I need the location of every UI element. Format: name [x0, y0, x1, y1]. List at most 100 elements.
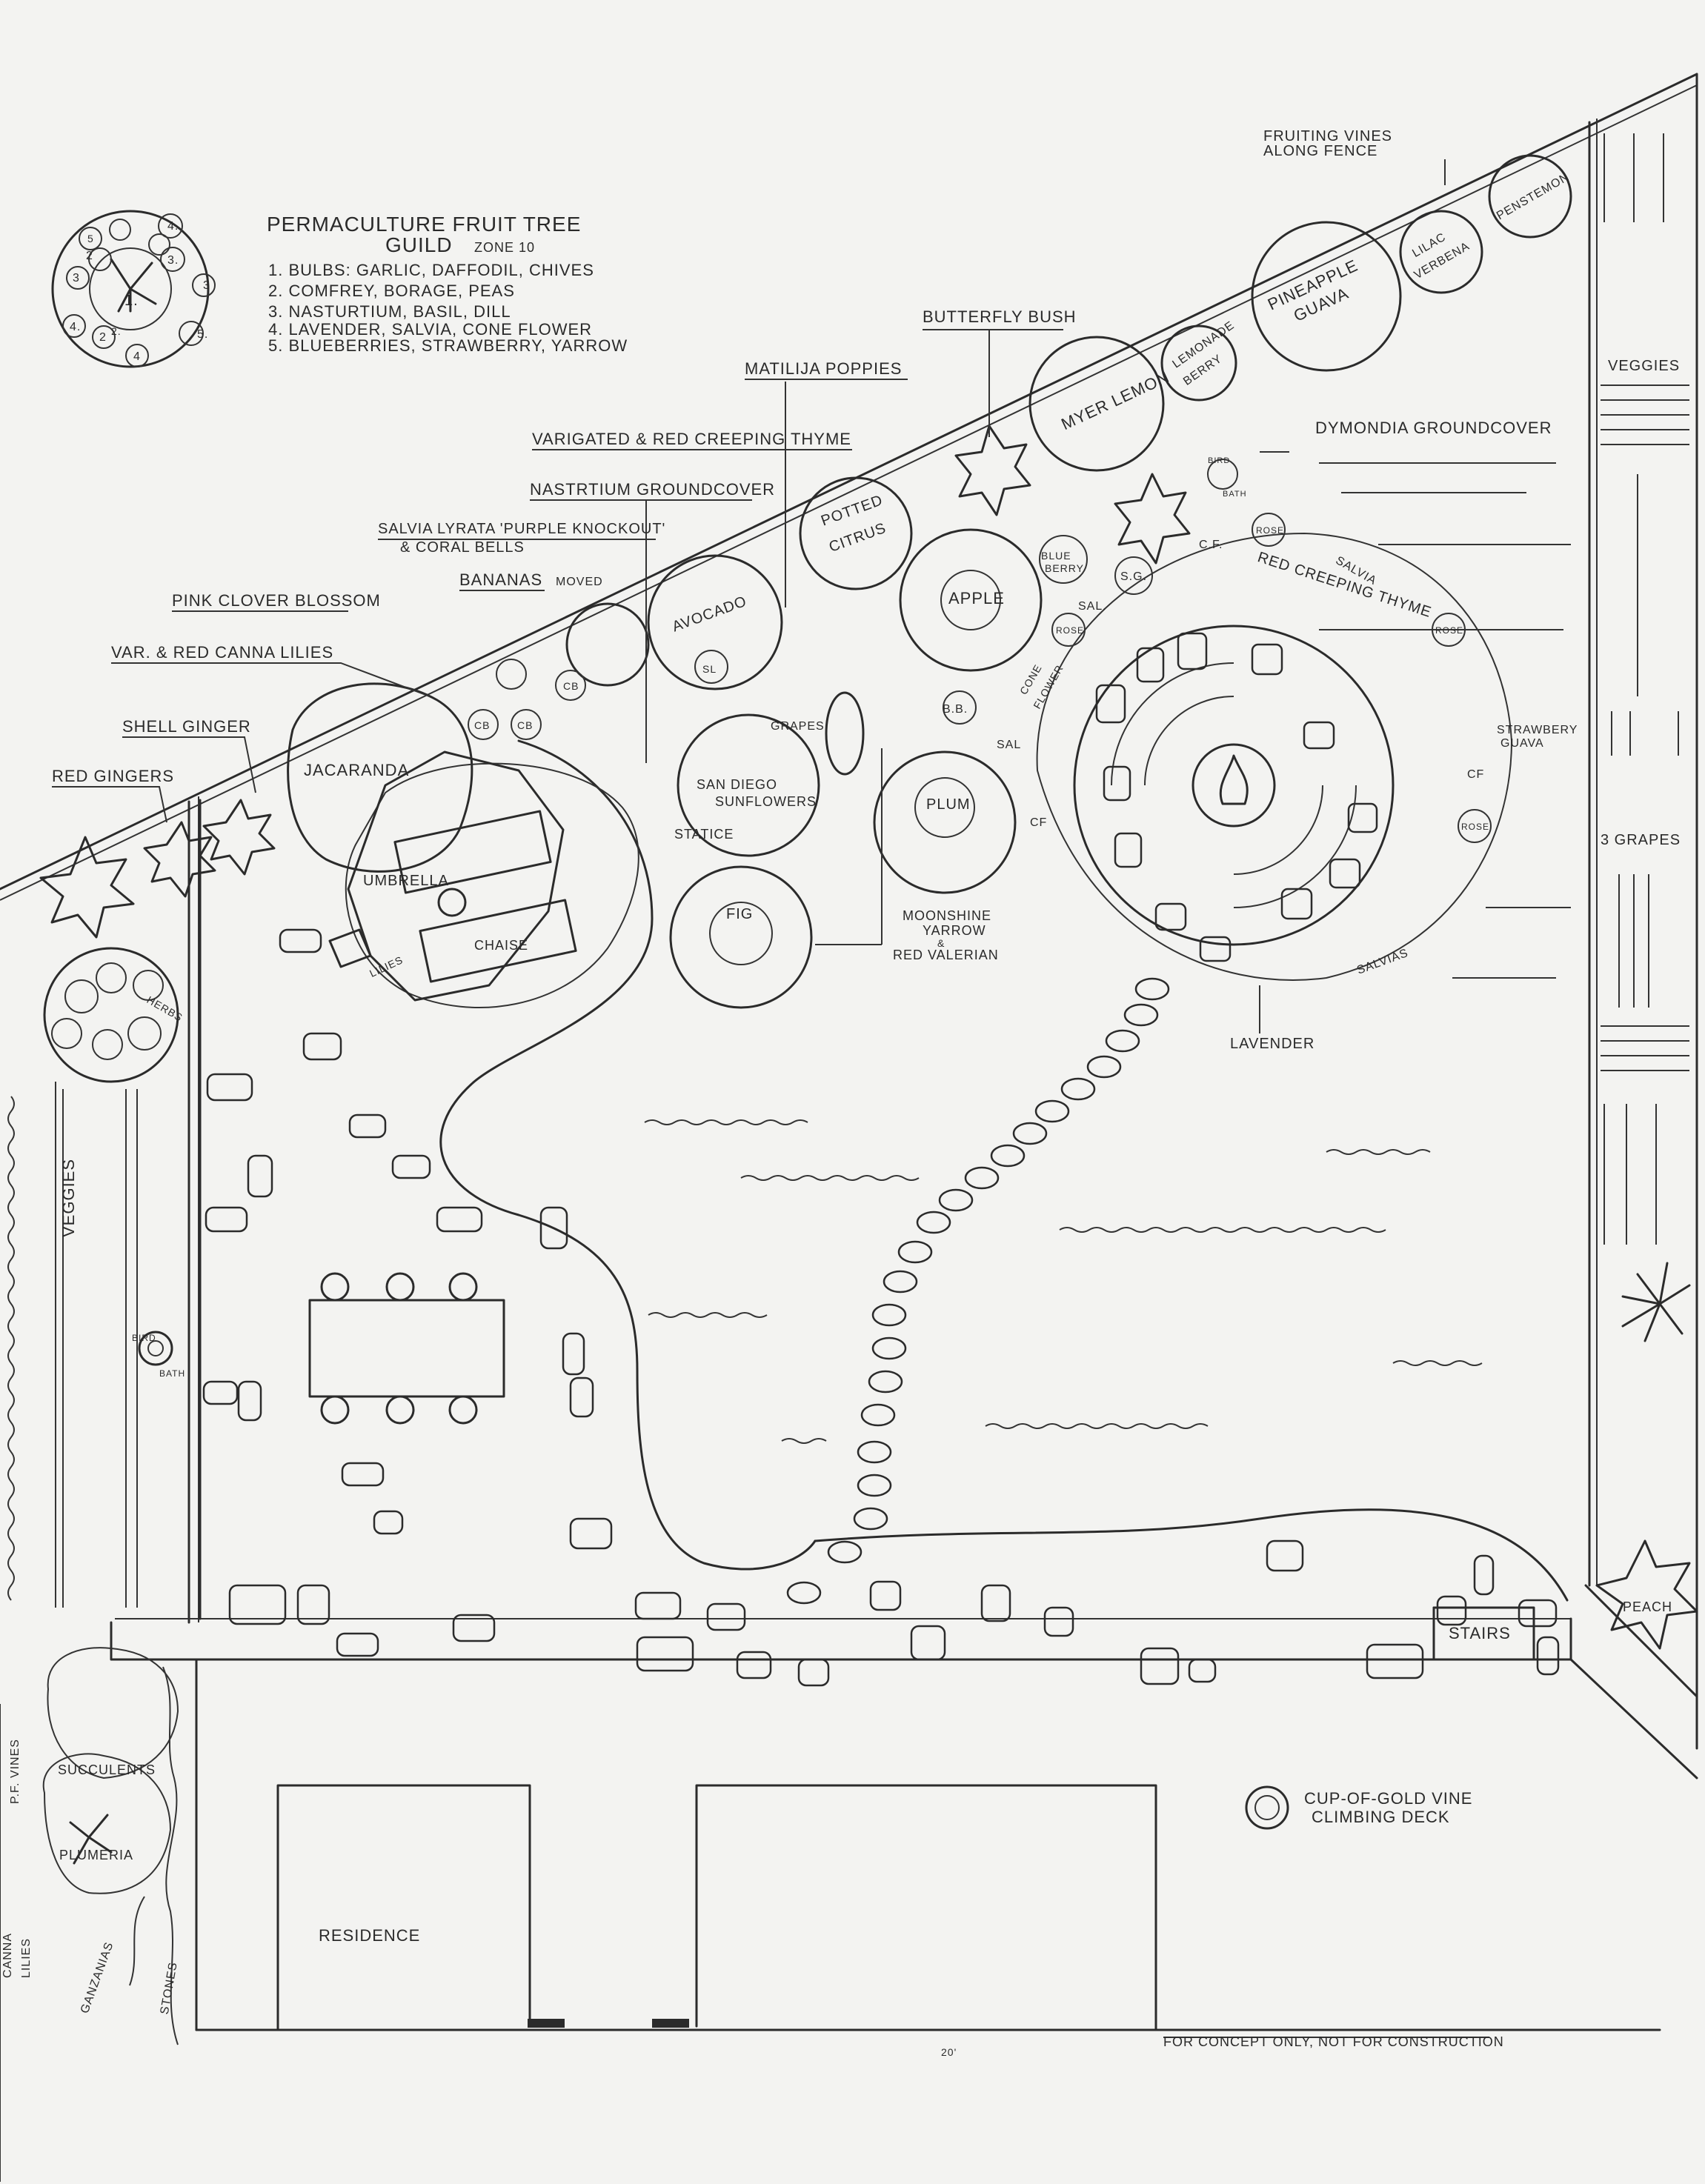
scale-mark: 20' — [941, 2046, 957, 2058]
guild-ring-number: 4. — [167, 220, 179, 233]
dymondia-label: DYMONDIA GROUNDCOVER — [1315, 419, 1552, 437]
right-veggie-strip — [1601, 133, 1689, 1245]
guild-item: 1. BULBS: GARLIC, DAFFODIL, CHIVES — [268, 261, 594, 279]
cb-label: CB — [563, 680, 579, 692]
fig-tree: FIG — [669, 865, 813, 1009]
left-veggie-bed — [7, 1082, 138, 1608]
chaise-label: CHAISE — [474, 938, 528, 953]
fruiting-vines-label: FRUITING VINES — [1263, 128, 1392, 144]
nastrtium-label: NASTRTIUM GROUNDCOVER — [530, 480, 775, 499]
bird-label: BIRD — [1208, 456, 1230, 465]
grapes-label: GRAPES — [771, 720, 825, 733]
moved-label: MOVED — [556, 576, 603, 588]
guild-zone: ZONE 10 — [474, 240, 535, 255]
cf2-label: CF — [1467, 768, 1484, 781]
apple-label: APPLE — [948, 589, 1005, 607]
peach-label: PEACH — [1623, 1599, 1672, 1614]
jacaranda-label: JACARANDA — [304, 761, 409, 779]
guild-subtitle: GUILD — [385, 233, 453, 256]
cf2-label: CF — [1030, 816, 1047, 829]
plum-label: PLUM — [926, 796, 971, 813]
diagonal-fence — [0, 73, 1698, 890]
guild-item: 2. COMFREY, BORAGE, PEAS — [268, 282, 515, 300]
apple-tree: APPLE — [899, 528, 1043, 672]
fig-label: FIG — [726, 906, 753, 922]
cb-label: CB — [517, 719, 533, 731]
umbrella-label: UMBRELLA — [363, 873, 449, 889]
jacaranda-tree: JACARANDA — [287, 682, 473, 873]
bb-label: B.B. — [943, 703, 968, 716]
guild-ring-number: 3 — [203, 279, 210, 292]
stone-path — [786, 977, 1170, 1605]
concept-note: FOR CONCEPT ONLY, NOT FOR CONSTRUCTION — [1163, 2034, 1504, 2049]
statice-label: STATICE — [674, 827, 734, 842]
cb-label: CB — [474, 719, 490, 731]
canna-label: LILIES — [20, 1938, 33, 1978]
rose-label: ROSE — [1256, 525, 1284, 536]
red-gingers-label: RED GINGERS — [52, 767, 174, 785]
shell-ginger-label: SHELL GINGER — [122, 717, 251, 736]
pink-clover-label: PINK CLOVER BLOSSOM — [172, 591, 381, 610]
rose-label: ROSE — [1056, 625, 1084, 636]
guild-item: 3. NASTURTIUM, BASIL, DILL — [268, 302, 511, 321]
fire-pit-area — [1036, 532, 1513, 981]
cf-label: C.F. — [1199, 539, 1223, 551]
residence-label: RESIDENCE — [319, 1926, 420, 1945]
succulents-label: SUCCULENTS — [58, 1762, 156, 1777]
cup-of-gold: CUP-OF-GOLD VINE CLIMBING DECK — [1245, 1785, 1472, 1830]
stairs: STAIRS — [1432, 1606, 1535, 1661]
matilija-label: MATILIJA POPPIES — [745, 359, 902, 378]
plumeria-label: PLUMERIA — [59, 1848, 133, 1862]
sunflowers-label: SUNFLOWERS — [715, 794, 817, 809]
lawn-texture — [644, 451, 1571, 1444]
guild-ring-circles — [62, 213, 216, 367]
bath-label: BATH — [159, 1368, 185, 1379]
canna-label: CANNA — [1, 1933, 14, 1978]
rose-label: ROSE — [1461, 822, 1489, 832]
rose-label: ROSE — [1435, 625, 1463, 636]
guild-ring-number: 5. — [197, 328, 208, 341]
salvia-lyrata-label: SALVIA LYRATA 'PURPLE KNOCKOUT' — [378, 521, 665, 537]
gingers — [39, 799, 276, 939]
sl-label: SL — [702, 663, 717, 675]
bird-label: BIRD — [132, 1333, 156, 1343]
guild-ring-number: 4 — [133, 350, 141, 363]
veggies-left-label: VEGGIES — [59, 1159, 78, 1237]
three-grapes-label: 3 GRAPES — [1601, 832, 1681, 848]
guild-ring-number: 3 — [73, 272, 80, 284]
bath-label: BATH — [1223, 490, 1247, 499]
strawberry-guava-label: STRAWBERY — [1497, 724, 1578, 736]
sunflowers-label: SAN DIEGO — [697, 777, 777, 792]
stairs-label: STAIRS — [1449, 1624, 1511, 1642]
guild-diagram: 1. 2 3 4. 5. 2 3 4 5 2. 3. 4. — [51, 210, 216, 368]
bananas: CB CB CB — [468, 602, 650, 740]
residence: RESIDENCE — [276, 1784, 1157, 2031]
plum-tree: PLUM — [873, 750, 1017, 894]
patio-edge — [199, 739, 817, 1620]
salvia-lyrata-label: & CORAL BELLS — [400, 539, 525, 556]
cup-label: CUP-OF-GOLD VINE — [1304, 1789, 1472, 1808]
small-plant-labels: BLUE BERRY S.G. SAL. ROSE C.F. CONE FLOW… — [943, 456, 1492, 843]
guild-item: 4. LAVENDER, SALVIA, CONE FLOWER — [268, 320, 592, 339]
moonshine-label: RED VALERIAN — [893, 948, 999, 962]
blueberry-label: BERRY — [1045, 562, 1084, 574]
canna-lilies-label: VAR. & RED CANNA LILIES — [111, 643, 333, 662]
guild-ring-number: 5 — [87, 233, 94, 244]
fire-icon — [1219, 754, 1249, 805]
strawberry-guava-label: GUAVA — [1500, 737, 1544, 750]
cup-label: CLIMBING DECK — [1312, 1808, 1450, 1826]
stepping-stones — [202, 928, 1560, 1687]
dining-table — [308, 1272, 505, 1425]
guild-ring-number: 4. — [70, 321, 81, 333]
lavender-label: LAVENDER — [1230, 1036, 1315, 1052]
butterfly-bush — [954, 425, 1191, 565]
thyme-label: VARIGATED & RED CREEPING THYME — [532, 430, 851, 448]
guild-ring-number: 2 — [86, 250, 93, 262]
blueberry-label: BLUE — [1041, 550, 1071, 562]
sal-label: SAL. — [1078, 600, 1107, 613]
guild-ring-number: 1. — [124, 293, 139, 309]
peach-tree: PEACH — [1595, 1539, 1698, 1650]
guild-title: PERMACULTURE FRUIT TREE — [267, 213, 581, 236]
